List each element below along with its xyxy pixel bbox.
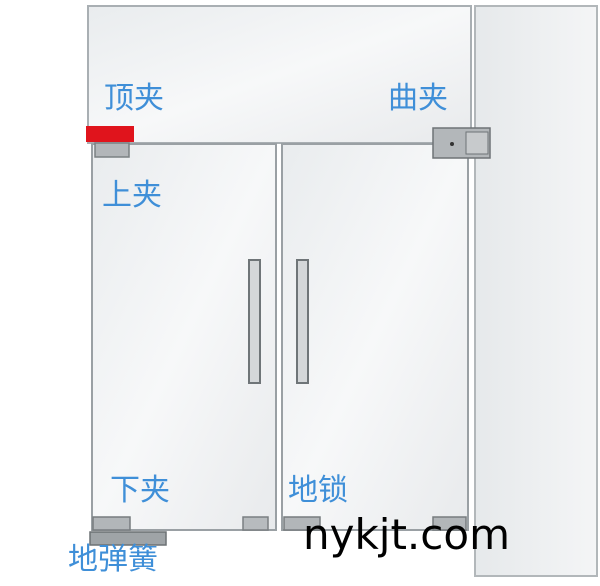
lower-clamp-part-right (432, 516, 467, 531)
top-clamp-marker (86, 126, 134, 142)
floor-lock-label: 地锁 (288, 473, 348, 508)
left-door-handle (248, 259, 261, 384)
left-door-leaf (91, 143, 277, 531)
curved-clamp-label: 曲夹 (388, 81, 448, 116)
floor-spring-label: 地弹簧 (68, 542, 158, 577)
right-door-handle (296, 259, 309, 384)
floor-lock-part-left (242, 516, 269, 531)
curved-clamp-pivot (450, 142, 454, 146)
lower-clamp-label: 下夹 (110, 473, 170, 508)
side-glass-panel (474, 5, 598, 577)
right-door-leaf (281, 143, 469, 531)
floor-spring-part (89, 531, 167, 546)
transom-glass-panel (87, 5, 472, 144)
upper-clamp-label: 上夹 (102, 178, 162, 213)
watermark-text: nykjt.com (303, 510, 510, 559)
top-clamp-label: 顶夹 (104, 81, 164, 116)
floor-lock-part-right (283, 516, 321, 531)
curved-clamp-lip (465, 131, 489, 155)
upper-clamp-part (94, 142, 130, 158)
lower-clamp-part-left (92, 516, 131, 531)
